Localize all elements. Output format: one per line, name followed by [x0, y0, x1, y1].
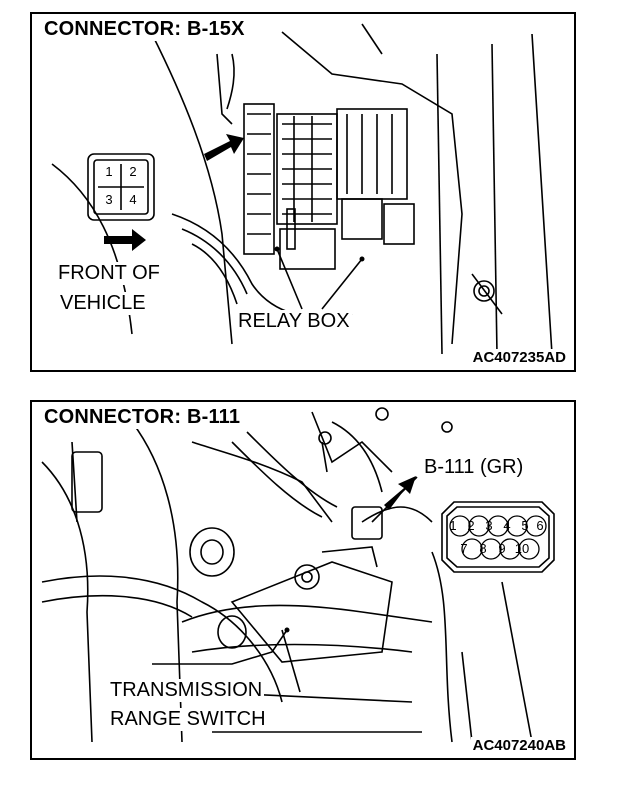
- connector-pin-8: 8: [479, 541, 487, 556]
- figure-code: AC407235AD: [470, 349, 568, 366]
- connector-pin-4: 4: [129, 192, 137, 207]
- connector-pin-6: 6: [536, 518, 544, 533]
- connector-pin-3: 3: [105, 192, 113, 207]
- front-of-vehicle-label-line1: FRONT OF: [56, 262, 162, 285]
- connector-pin-4: 4: [503, 518, 511, 533]
- connector-pin-10: 10: [514, 541, 530, 556]
- diagram-panel-b111: 1 2 3 4 5 6 7 8 9 10 CONNECTOR: B-111 B-…: [30, 400, 576, 760]
- transmission-range-switch-label-line2: RANGE SWITCH: [108, 708, 268, 731]
- transmission-illustration: [41, 407, 555, 743]
- connector-title: CONNECTOR: B-15X: [40, 18, 249, 41]
- connector-title: CONNECTOR: B-111: [40, 406, 245, 429]
- connector-label: B-111 (GR): [422, 456, 526, 479]
- diagram-panel-b15x: 1 2 3 4 CONNECTOR: B-15X FRONT OF VEHICL…: [30, 12, 576, 372]
- connector-pin-9: 9: [498, 541, 506, 556]
- connector-pin-2: 2: [467, 518, 475, 533]
- connector-pin-5: 5: [521, 518, 529, 533]
- connector-pin-7: 7: [460, 541, 468, 556]
- transmission-range-switch-label-line1: TRANSMISSION: [108, 679, 265, 702]
- front-of-vehicle-label-line2: VEHICLE: [58, 292, 148, 315]
- figure-code: AC407240AB: [470, 737, 568, 754]
- relay-box-label: RELAY BOX: [236, 310, 352, 333]
- connector-pin-1: 1: [449, 518, 457, 533]
- connector-pin-3: 3: [485, 518, 493, 533]
- connector-pin-1: 1: [105, 164, 113, 179]
- connector-pin-2: 2: [129, 164, 137, 179]
